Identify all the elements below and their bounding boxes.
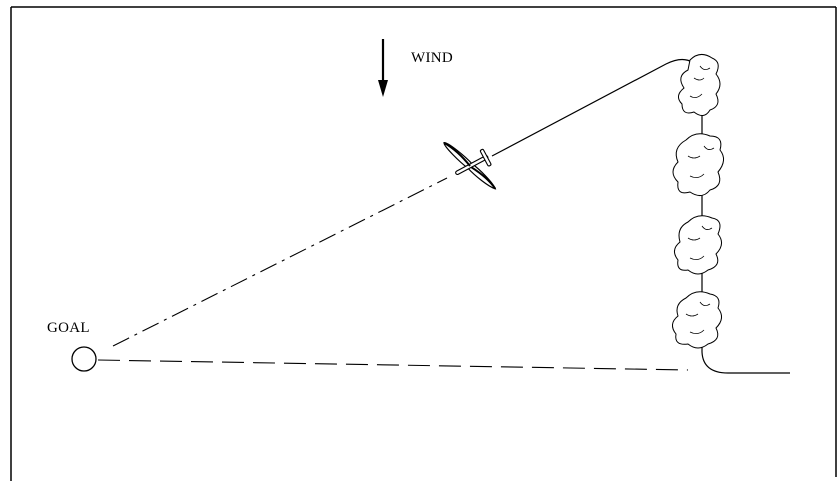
wind-indicator: WIND [378, 39, 453, 97]
flight-path [491, 58, 790, 374]
tree-icon [672, 291, 722, 349]
tree-icon [672, 133, 724, 196]
glide-path-line [112, 177, 448, 347]
tree-icon [674, 215, 722, 275]
tree-icon [678, 54, 721, 116]
wind-label: WIND [411, 50, 453, 66]
goal-marker: GOAL [47, 320, 97, 372]
down-arrow-icon [378, 39, 388, 97]
tree-line [672, 54, 724, 349]
glider-icon [443, 141, 497, 190]
goal-label: GOAL [47, 320, 90, 336]
ground-dashed-line [97, 359, 689, 371]
circle-icon [71, 346, 97, 372]
frame [10, 6, 837, 481]
